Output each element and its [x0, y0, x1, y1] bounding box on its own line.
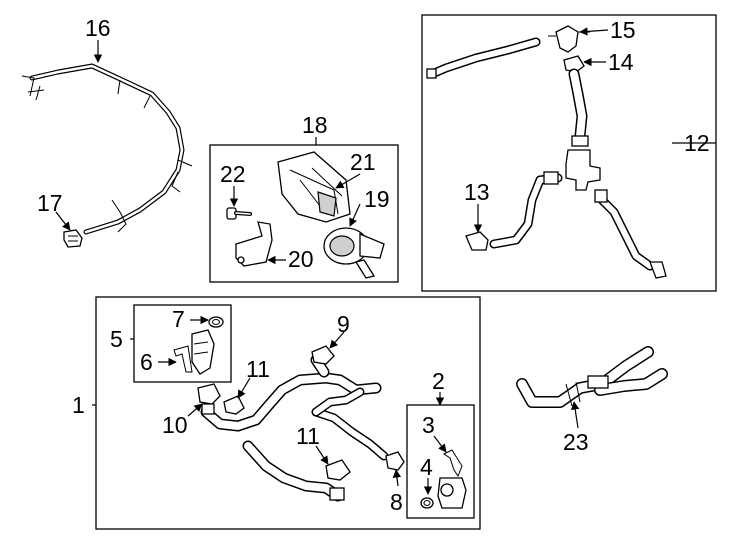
hose-upper-middle	[568, 68, 589, 147]
callout-18: 18	[302, 112, 328, 138]
callout-10: 10	[162, 412, 188, 438]
tee-fitting	[565, 149, 601, 191]
callout-16: 16	[85, 15, 111, 41]
callout-6: 6	[140, 349, 153, 375]
bracket-20	[235, 221, 273, 267]
clip-3	[443, 449, 463, 478]
clip-17	[63, 229, 83, 248]
clamp-8	[385, 451, 405, 471]
clamp-11-lower	[325, 459, 351, 481]
callout-23: 23	[563, 429, 589, 455]
clamp-13	[465, 231, 489, 251]
callout-4: 4	[420, 454, 433, 480]
hose-upper-left	[426, 37, 541, 79]
callout-1: 1	[72, 392, 85, 418]
callout-11-lower: 11	[296, 423, 320, 449]
pump-cover-21	[277, 151, 351, 223]
o-ring-4	[420, 497, 434, 509]
hose-middle-lower-group	[311, 387, 389, 461]
callout-7: 7	[172, 306, 185, 332]
callout-19: 19	[364, 186, 390, 212]
callout-20: 20	[288, 246, 314, 272]
callout-17: 17	[37, 190, 63, 216]
hose-bottom-lower-group	[242, 440, 345, 502]
group-box-pump	[209, 144, 399, 283]
clamp-14	[563, 55, 585, 73]
connector-15	[548, 25, 590, 53]
connector-2	[437, 477, 467, 509]
callout-5: 5	[110, 326, 123, 352]
hose-assembly-23	[516, 346, 668, 408]
bolt-22	[226, 207, 252, 220]
callout-3: 3	[422, 412, 435, 438]
harness-tube-16	[21, 63, 193, 235]
callout-21: 21	[350, 149, 376, 175]
clip-6	[173, 345, 193, 373]
group-box-upper-hoses	[421, 14, 717, 292]
callout-11-upper: 11	[246, 356, 270, 382]
group-box-hose-connector-5	[133, 304, 232, 383]
callout-13: 13	[464, 179, 490, 205]
callout-labels: 16 17 18 21 22 19 20 12 15 14 13 23 1 2 …	[37, 15, 710, 515]
clamp-11-upper	[223, 395, 245, 415]
electric-pump-19	[323, 227, 385, 279]
connector-5	[191, 329, 215, 375]
callout-22: 22	[220, 161, 246, 187]
group-box-lower-hoses	[95, 296, 481, 530]
o-ring-7	[208, 316, 224, 328]
callout-12: 12	[684, 130, 710, 156]
callout-2: 2	[432, 368, 445, 394]
callout-8: 8	[390, 489, 403, 515]
callout-15: 15	[610, 17, 636, 43]
leader-lines	[55, 27, 716, 495]
clamp-9	[311, 345, 335, 365]
callout-9: 9	[337, 311, 350, 337]
hose-12-right	[594, 189, 667, 279]
clamp-10	[197, 383, 221, 415]
callout-14: 14	[608, 49, 634, 75]
hose-12-left	[489, 171, 563, 249]
